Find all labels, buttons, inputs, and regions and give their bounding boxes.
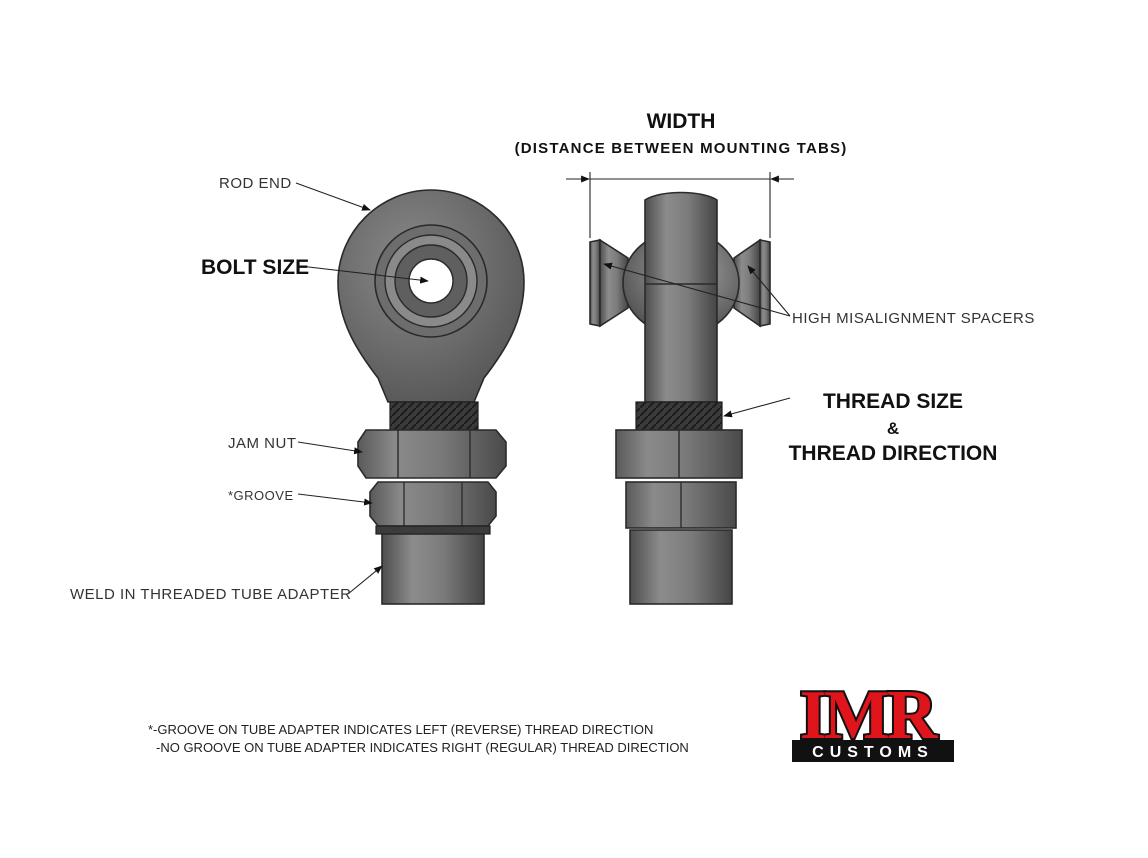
thread-size-label: THREAD SIZE <box>823 390 963 413</box>
left-spacer <box>589 239 601 327</box>
ampersand-label: & <box>887 419 899 438</box>
thread-direction-label: THREAD DIRECTION <box>789 442 998 465</box>
weld-tube <box>381 533 485 605</box>
bolt-size-label: BOLT SIZE <box>201 256 309 279</box>
groove <box>375 525 491 535</box>
rod-end-label: ROD END <box>219 175 292 192</box>
jam-nut-label: JAM NUT <box>228 435 297 452</box>
note-line-1: *-GROOVE ON TUBE ADAPTER INDICATES LEFT … <box>148 722 653 737</box>
width-title: WIDTH <box>647 110 716 133</box>
bolt-size-leader <box>299 265 429 284</box>
spacers-label: HIGH MISALIGNMENT SPACERS <box>792 310 1035 327</box>
side-body <box>644 191 718 403</box>
imr-customs-logo: IMR CUSTOMS <box>792 675 954 762</box>
logo-sub-bg <box>792 740 954 762</box>
right-spacer <box>759 239 771 327</box>
groove-label: *GROOVE <box>228 488 294 503</box>
note-line-2: -NO GROOVE ON TUBE ADAPTER INDICATES RIG… <box>156 740 689 755</box>
width-subtitle: (DISTANCE BETWEEN MOUNTING TABS) <box>515 140 848 157</box>
left-spacer-cone <box>599 238 629 328</box>
width-dimension <box>566 172 794 238</box>
rod-end-leader <box>295 182 371 211</box>
groove-leader <box>297 493 373 506</box>
jam-nut-leader <box>297 441 363 455</box>
spacer-leader-left <box>603 262 791 317</box>
weld-tube-label: WELD IN THREADED TUBE ADAPTER <box>70 586 352 603</box>
weld-tube-leader <box>347 565 383 595</box>
side-threads <box>635 401 723 431</box>
jam-nut <box>357 429 507 479</box>
spacer-leader-right <box>747 265 791 317</box>
thread-leader <box>723 397 791 418</box>
threads <box>389 401 479 433</box>
side-tube <box>629 529 733 605</box>
front-view <box>337 189 525 605</box>
bolt-hole <box>408 258 454 304</box>
side-view <box>589 191 771 605</box>
logo-sub-text: CUSTOMS <box>812 744 934 761</box>
tube-adapter-hex <box>369 481 497 527</box>
